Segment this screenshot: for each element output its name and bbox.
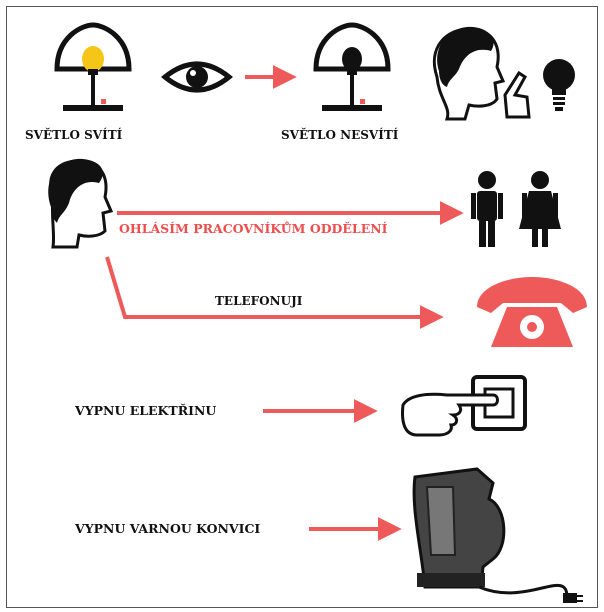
arrow-phone xyxy=(105,256,444,329)
diagram-drawing xyxy=(48,22,587,603)
lamp-on-icon xyxy=(54,22,132,111)
label-phone: TELEFONUJI xyxy=(215,294,303,308)
label-kettle-off: VYPNU VARNOU KONVICI xyxy=(75,521,261,536)
person-icon xyxy=(48,158,114,249)
kettle-icon xyxy=(412,467,583,603)
man-icon xyxy=(471,171,503,247)
woman-icon xyxy=(519,171,561,247)
bulb-icon xyxy=(543,59,575,111)
diagram-frame: SVĚTLO SVÍTÍ SVĚTLO NESVÍTÍ OHLÁSÍM PRAC… xyxy=(6,6,598,608)
label-light-off: SVĚTLO NESVÍTÍ xyxy=(281,128,399,142)
telephone-icon xyxy=(477,277,587,347)
switch-hand-icon xyxy=(401,375,527,437)
lamp-off-icon xyxy=(313,22,391,111)
person-pointing-icon xyxy=(432,26,531,121)
label-power-off: VYPNU ELEKTŘINU xyxy=(75,403,217,418)
eye-icon xyxy=(161,61,233,93)
label-announce: OHLÁSÍM PRACOVNÍKŮM ODDĚLENÍ xyxy=(119,221,388,236)
label-light-on: SVĚTLO SVÍTÍ xyxy=(25,128,123,142)
